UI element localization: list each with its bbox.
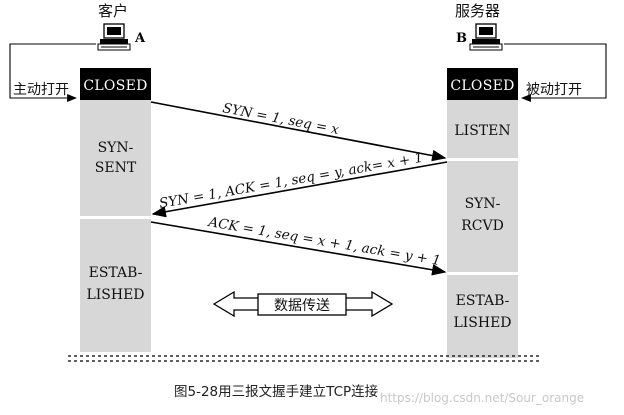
watermark: https://blog.csdn.net/Sour_orange <box>380 391 584 405</box>
client-established-line1: ESTAB- <box>89 265 143 281</box>
syn-rcvd-line2: RCVD <box>461 218 504 234</box>
server-closed-label: CLOSED <box>450 78 514 94</box>
client-closed-label: CLOSED <box>83 78 147 94</box>
syn-sent-line1: SYN- <box>98 140 134 156</box>
server-letter: B <box>456 31 467 46</box>
figure-caption: 图5-28用三报文握手建立TCP连接 <box>174 383 378 400</box>
syn-arrow <box>150 101 447 162</box>
server-computer-icon <box>469 23 503 51</box>
syn-ack-arrow <box>151 161 448 218</box>
syn-rcvd-line1: SYN- <box>465 196 501 212</box>
server-closed-box <box>447 68 518 100</box>
listen-label: LISTEN <box>454 123 510 139</box>
server-state-column <box>447 100 518 358</box>
server-established-line2: LISHED <box>453 315 511 331</box>
server-title: 服务器 <box>455 2 500 20</box>
active-open-label: 主动打开 <box>13 81 69 98</box>
syn-sent-line2: SENT <box>95 160 137 176</box>
syn-message: SYN = 1, seq = x <box>221 100 340 138</box>
syn-ack-message: SYN = 1, ACK = 1, seq = y, ack= x + 1 <box>158 150 424 212</box>
ack-message: ACK = 1, seq = x + 1, ack = y + 1 <box>205 214 442 269</box>
active-open-connector <box>9 43 96 102</box>
double-arrow-icon <box>212 290 394 318</box>
passive-open-connector <box>504 43 607 102</box>
client-closed-box <box>80 68 151 100</box>
data-transfer-label: 数据传送 <box>274 298 330 314</box>
client-state-column <box>80 100 151 352</box>
client-letter: A <box>134 31 146 46</box>
server-established-line1: ESTAB- <box>456 293 510 309</box>
client-title: 客户 <box>98 2 128 20</box>
ack-arrow <box>150 221 447 276</box>
client-established-line2: LISHED <box>86 287 144 303</box>
passive-open-label: 被动打开 <box>526 81 582 98</box>
client-computer-icon <box>97 23 131 51</box>
